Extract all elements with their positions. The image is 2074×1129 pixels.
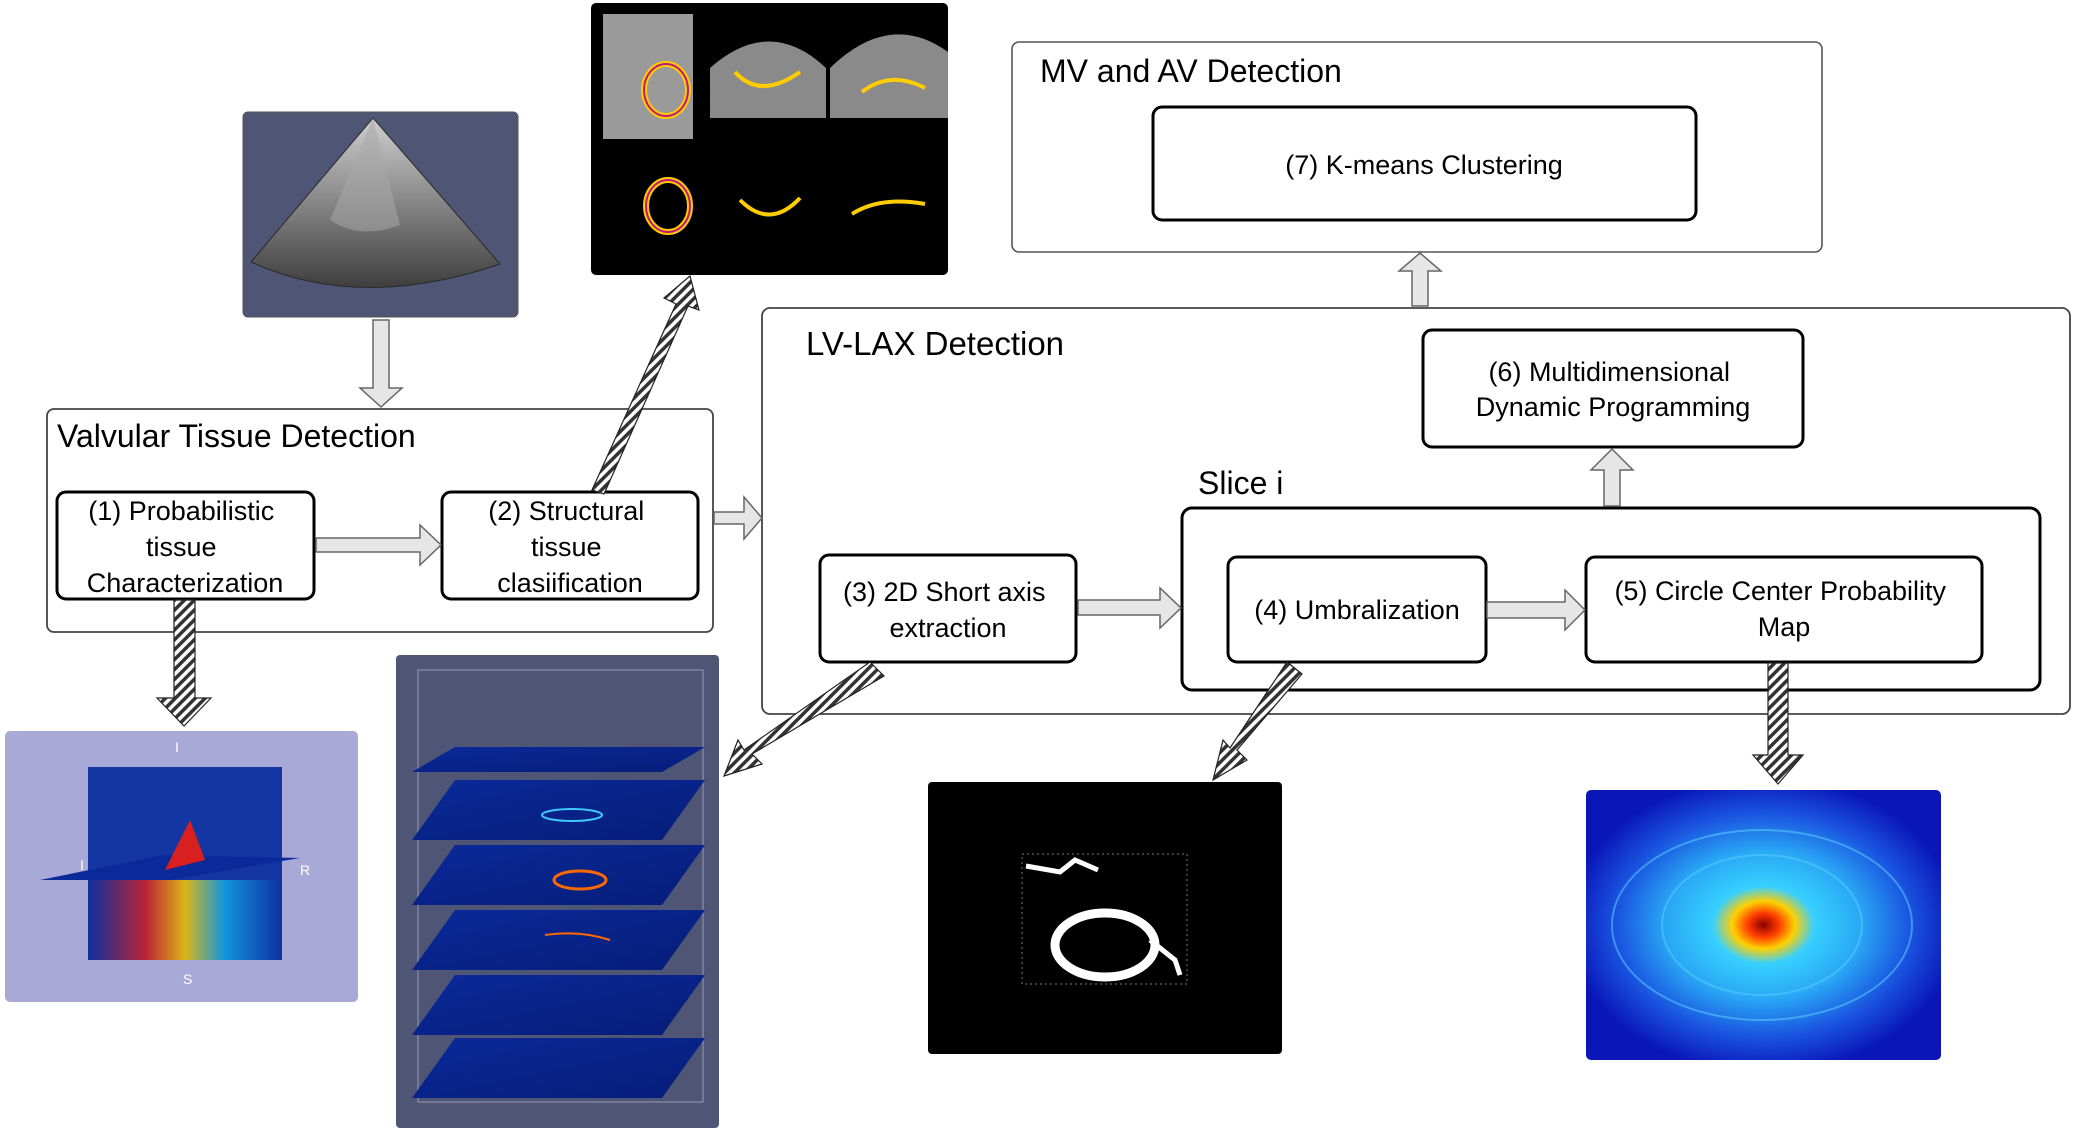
orientation-label-top: I [175, 739, 179, 755]
step-2-box [440, 490, 700, 601]
arrow-step3-to-slices-image [722, 661, 885, 777]
arrow-step4-to-umbralization-image [1212, 661, 1303, 782]
step-4-box [1226, 555, 1488, 664]
orientation-label-left: I [80, 857, 84, 873]
valvular-tissue-detection-title: Valvular Tissue Detection [57, 418, 416, 454]
arrow-valvular-to-lvlax [713, 494, 763, 542]
umbralization-image [928, 782, 1282, 1054]
arrow-volume-to-valvular [358, 319, 404, 409]
step-3-box [818, 553, 1078, 664]
arrow-slice-to-step6 [1589, 447, 1635, 507]
arrow-step5-to-probability-map [1751, 662, 1805, 785]
arrow-lvlax-to-mvav [1396, 252, 1444, 307]
step-1-box [55, 490, 316, 601]
step-6-box [1421, 328, 1805, 449]
step-5-box [1584, 555, 1984, 664]
step-1-label: (1) Probabilistic tissue Characterizatio… [87, 496, 284, 598]
step-7-label: (7) K-means Clustering [1285, 150, 1563, 180]
step-5-label: (5) Circle Center Probability Map [1614, 576, 1953, 642]
step-6-label: (6) Multidimensional Dynamic Programming [1476, 357, 1751, 422]
step-3-label: (3) 2D Short axis extraction [843, 577, 1053, 643]
structural-classification-image [591, 3, 948, 275]
arrow-step3-to-slice [1077, 586, 1183, 630]
ultrasound-volume-image [242, 111, 519, 318]
lv-lax-detection-title: LV-LAX Detection [806, 325, 1064, 362]
short-axis-slices-image [396, 655, 719, 1128]
mv-av-detection-group [1011, 41, 1823, 253]
valvular-tissue-detection-group [46, 408, 714, 633]
step-7-box [1151, 105, 1698, 222]
arrow-step1-to-step2 [315, 523, 443, 567]
orientation-label-bottom: S [183, 971, 192, 987]
step-2-label: (2) Structural tissue clasiification [488, 496, 652, 598]
tissue-characterization-planes-image: I I R S [5, 731, 358, 1002]
arrow-step2-to-structural-image [591, 274, 700, 495]
arrow-step1-to-planes-image [155, 599, 213, 727]
step-4-label: (4) Umbralization [1254, 595, 1460, 625]
slice-i-title: Slice i [1198, 465, 1283, 501]
circle-center-probability-map-image [1586, 790, 1941, 1060]
arrow-step4-to-step5 [1486, 588, 1587, 632]
orientation-label-right: R [300, 862, 310, 878]
slice-i-group [1180, 506, 2042, 692]
lv-lax-detection-group [761, 307, 2071, 715]
mv-av-detection-title: MV and AV Detection [1040, 53, 1342, 89]
